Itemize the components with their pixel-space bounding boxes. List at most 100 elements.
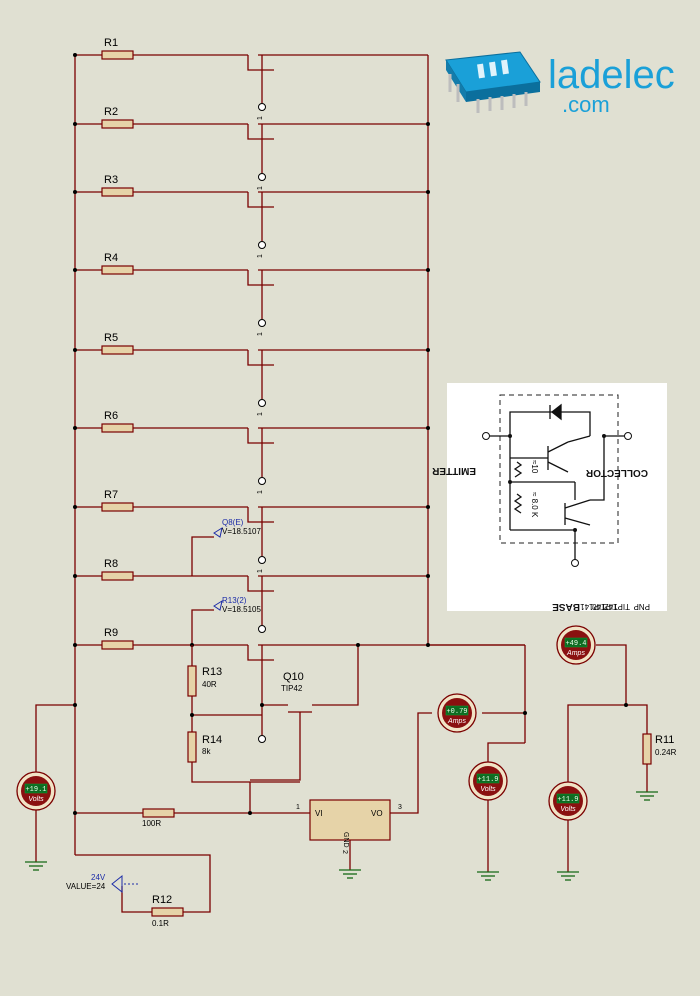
svg-text:1: 1 <box>257 332 264 336</box>
r12-value: 0.1R <box>152 919 169 928</box>
voltmeter-mid-reading: +11.9 <box>477 776 498 784</box>
ammeter-top-reading: +49.4 <box>565 640 586 648</box>
q10-type: TIP42 <box>281 684 303 693</box>
ammeter-top-unit: Amps <box>566 650 585 657</box>
probe-r13-value: V=18.5105 <box>222 605 261 614</box>
probe-q8-name: Q8(E) <box>222 518 244 527</box>
resistor-100r-group: 100R <box>73 808 310 828</box>
resistor-r1 <box>101 50 134 60</box>
svg-text:1: 1 <box>296 804 300 811</box>
stage-3: R3 1 <box>73 174 430 258</box>
voltage-probe-r13[interactable]: R13(2) V=18.5105 <box>191 596 261 645</box>
r7-label: R7 <box>104 489 118 501</box>
pin-terminal <box>258 241 266 249</box>
resistor-r3 <box>101 187 134 197</box>
resistor-100r <box>142 808 175 818</box>
logo-domain: .com <box>562 92 610 117</box>
voltage-source[interactable]: 24V VALUE=24 R12 0.1R <box>66 854 211 928</box>
svg-text:VI: VI <box>315 809 323 818</box>
r9-row: R9 <box>73 627 525 706</box>
r13-label: R13 <box>202 666 222 678</box>
r11-label: R11 <box>655 734 674 746</box>
svg-text:2: 2 <box>341 850 348 854</box>
source-value: VALUE=24 <box>66 882 106 891</box>
source-label: 24V <box>91 873 106 882</box>
ground-icon <box>25 861 47 871</box>
logo-name: ladelec <box>548 53 675 97</box>
svg-text:1: 1 <box>257 569 264 573</box>
r100-label: 100R <box>142 819 161 828</box>
r8-label: R8 <box>104 558 118 570</box>
meters: +19.1Volts+0.79Amps+49.4Amps+11.9Volts+1… <box>16 625 596 821</box>
resistor-r8 <box>101 571 134 581</box>
transistor-q10[interactable]: Q10 TIP42 <box>250 660 312 781</box>
voltmeter-right-reading: +11.9 <box>557 796 578 804</box>
voltmeter-right-unit: Volts <box>560 806 576 813</box>
r2-label: R2 <box>104 106 118 118</box>
q10-name: Q10 <box>283 671 304 683</box>
r13-value: 40R <box>202 680 217 689</box>
svg-text:TIP142: TIP142 <box>604 602 630 611</box>
svg-text:3: 3 <box>398 804 402 811</box>
resistor-r13 <box>187 665 197 697</box>
collector-label: COLLECTOR <box>585 467 648 478</box>
svg-text:VO: VO <box>371 809 383 818</box>
svg-text:1: 1 <box>257 254 264 258</box>
svg-text:≈ 8.0 K: ≈ 8.0 K <box>530 492 539 518</box>
base-label: BASE <box>552 601 580 612</box>
r14-label: R14 <box>202 734 222 746</box>
resistor-r2 <box>101 119 134 129</box>
stage-2: R2 1 <box>73 106 430 190</box>
r9-label: R9 <box>104 627 118 639</box>
ground-icon <box>477 871 499 881</box>
pin-terminal <box>258 556 266 564</box>
r14-value: 8k <box>202 747 211 756</box>
ground-icon <box>557 871 579 881</box>
ground-symbols <box>25 791 658 881</box>
resistor-r7 <box>101 502 134 512</box>
r5-label: R5 <box>104 332 118 344</box>
r4-label: R4 <box>104 252 118 264</box>
svg-text:TIP141: TIP141 <box>580 602 606 611</box>
ammeter-mid-unit: Amps <box>447 718 466 725</box>
stage-4: R4 1 <box>73 252 430 336</box>
svg-text:GND: GND <box>342 832 349 848</box>
pin-terminal <box>258 319 266 327</box>
resistor-r12 <box>151 907 184 917</box>
r12-label: R12 <box>152 894 172 906</box>
resistor-r9 <box>101 640 134 650</box>
r1-label: R1 <box>104 37 118 49</box>
probe-q8-value: V=18.5107 <box>222 527 261 536</box>
svg-text:≈10: ≈10 <box>530 460 539 474</box>
stage-7: R7 1 <box>73 489 430 573</box>
pin-terminal <box>258 399 266 407</box>
pin-terminal <box>258 477 266 485</box>
svg-text:1: 1 <box>257 412 264 416</box>
svg-text:1: 1 <box>257 490 264 494</box>
ammeter-mid-reading: +0.79 <box>446 708 467 716</box>
pin-terminal <box>258 103 266 111</box>
r3-label: R3 <box>104 174 118 186</box>
voltmeter-left-unit: Volts <box>28 796 44 803</box>
ground-icon <box>636 791 658 801</box>
r6-label: R6 <box>104 410 118 422</box>
resistor-r11 <box>642 733 652 765</box>
resistor-r6 <box>101 423 134 433</box>
r11-value: 0.24R <box>655 748 677 757</box>
resistor-r14 <box>187 731 197 763</box>
voltmeter-mid-unit: Volts <box>480 786 496 793</box>
voltage-probe-q8[interactable]: Q8(E) V=18.5107 <box>191 518 261 576</box>
resistor-r4 <box>101 265 134 275</box>
resistor-r11-group: R11 0.24R <box>642 733 677 765</box>
stage-5: R5 1 <box>73 332 430 416</box>
svg-text:1: 1 <box>257 116 264 120</box>
voltage-regulator[interactable]: VI VO GND 1 3 2 <box>296 712 432 870</box>
